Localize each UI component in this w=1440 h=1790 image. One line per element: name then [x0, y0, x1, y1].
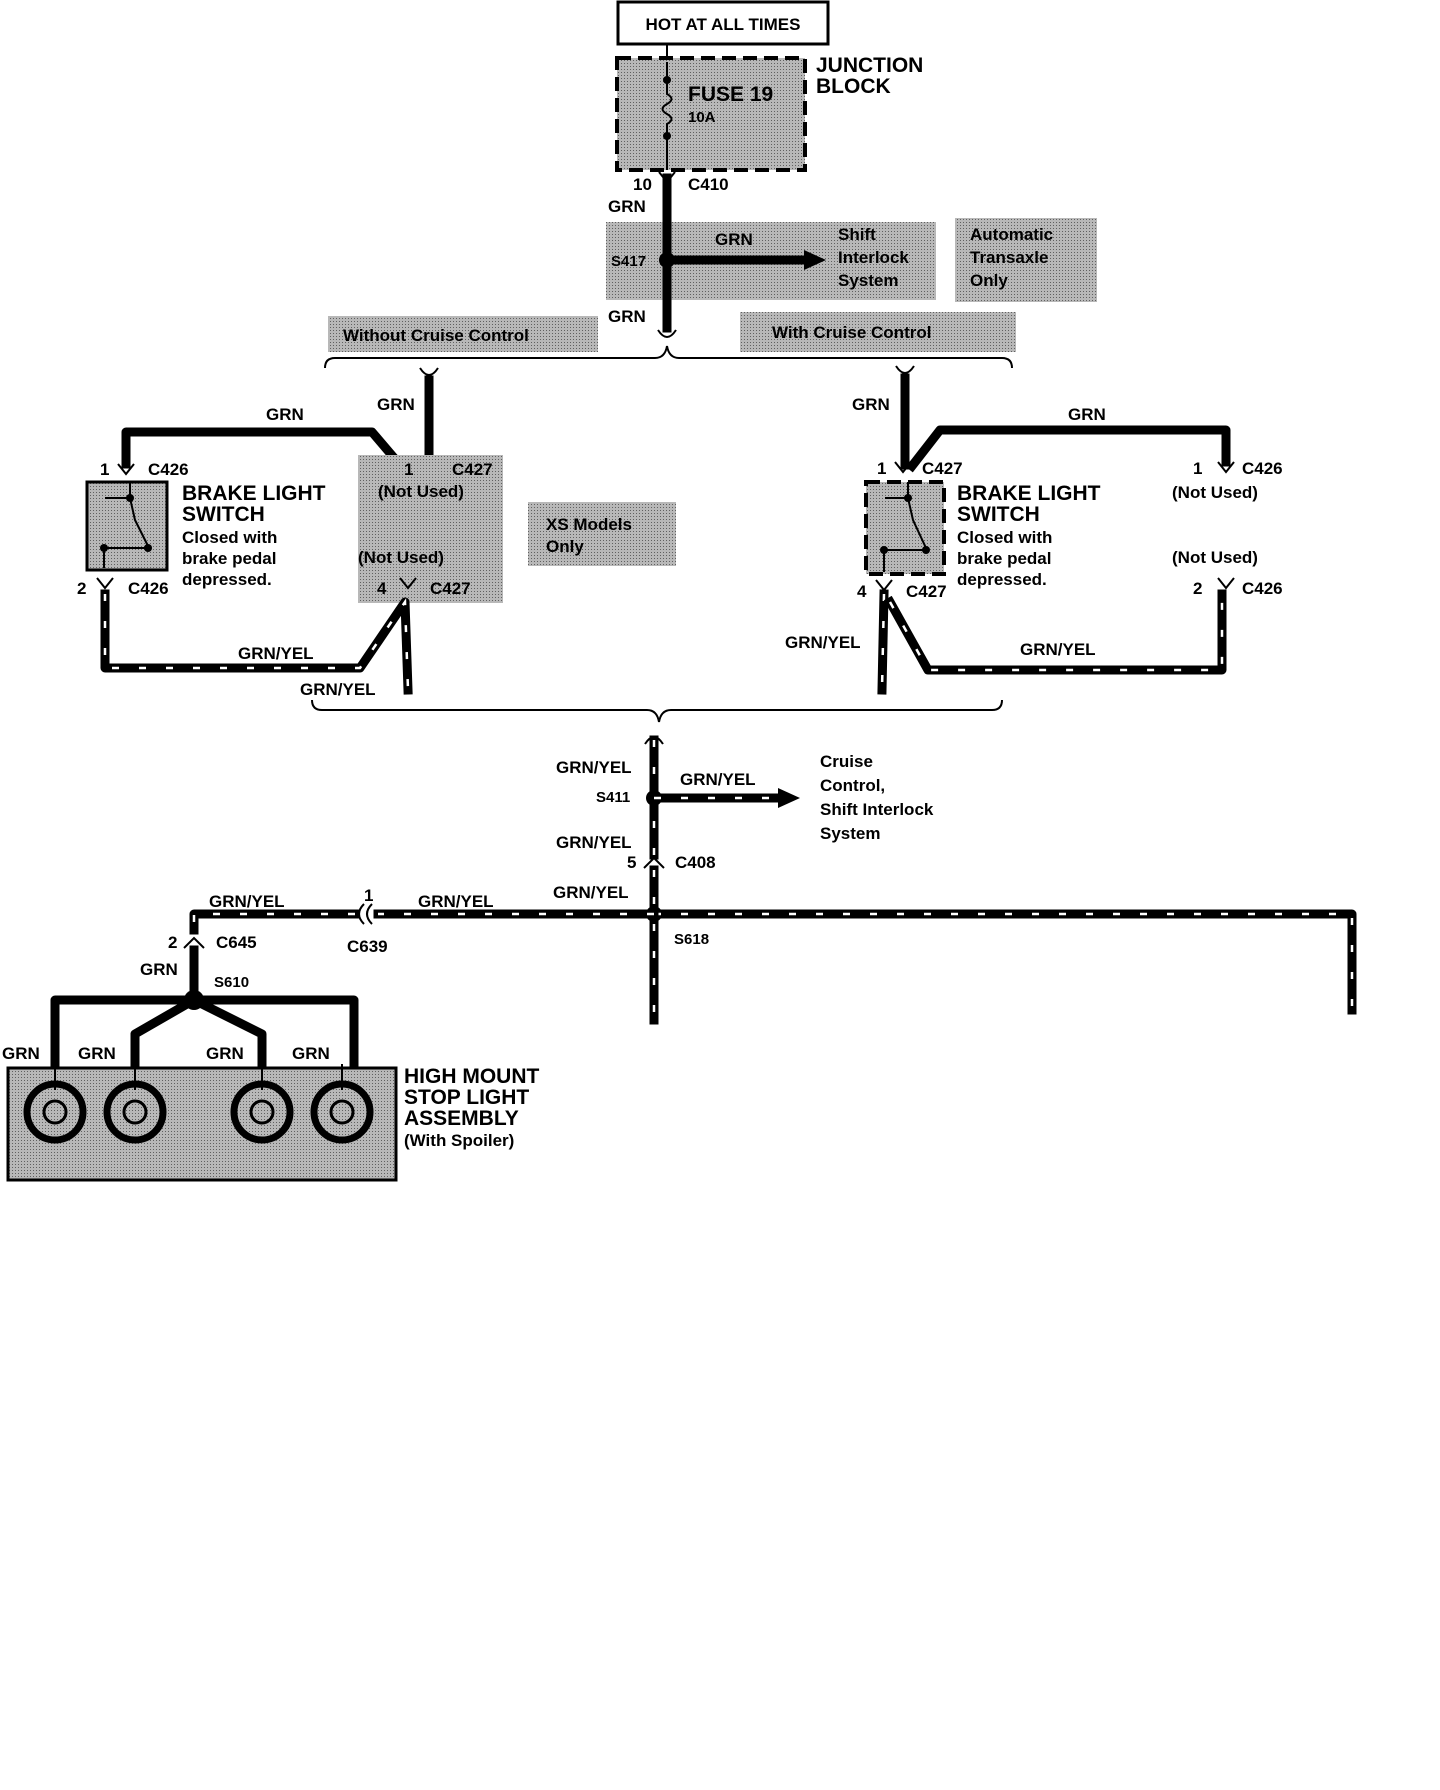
connector-c427-left-bottom: C427	[430, 579, 471, 598]
assembly-bulb-3	[230, 1064, 294, 1144]
without-cruise-control: Without Cruise Control	[343, 326, 529, 345]
variant-brace-bottom	[311, 699, 1003, 723]
automatic-transaxle-note-3: Only	[970, 271, 1008, 290]
not-used-c427-bottom: (Not Used)	[358, 548, 444, 567]
wire-grnyel-c408-top: GRN/YEL	[556, 833, 632, 852]
fuse-rating: 10A	[688, 109, 716, 126]
brake-light-switch-left	[85, 480, 169, 572]
wire-grnyel-s618: GRN/YEL	[553, 883, 629, 902]
wire-grn-lamp-4: GRN	[292, 1044, 330, 1063]
pin-1-c426-left: 1	[100, 460, 109, 479]
splice-s417: S417	[611, 253, 646, 270]
wire-grn-left-drop: GRN	[377, 395, 415, 414]
xs-models-note-2: Only	[546, 537, 584, 556]
not-used-c426-top: (Not Used)	[1172, 483, 1258, 502]
high-mount-assembly-title-3: ASSEMBLY	[404, 1107, 519, 1130]
junction-block	[615, 56, 807, 172]
pin-10: 10	[633, 175, 652, 194]
assembly-bulb-2	[103, 1064, 167, 1144]
shift-interlock-note: Shift	[838, 225, 876, 244]
junction-block-title: JUNCTION	[816, 54, 923, 77]
wire-grnyel-left-bottom: GRN/YEL	[238, 644, 314, 663]
cruise-control-note-4: System	[820, 824, 880, 843]
pin-1-c639: 1	[364, 886, 373, 905]
pin-2-c426-left: 2	[77, 579, 86, 598]
connector-c427-right-top: C427	[922, 459, 963, 478]
fuse-19	[661, 80, 673, 136]
wire-grnyel-upper-left: GRN/YEL	[209, 892, 285, 911]
switch-left-desc-3: depressed.	[182, 570, 272, 589]
wire-grn-right-top: GRN	[1068, 405, 1106, 424]
assembly-bulb-4	[310, 1064, 374, 1144]
pin-1-c427-left: 1	[404, 460, 413, 479]
power-label: HOT AT ALL TIMES	[646, 15, 801, 34]
wire-grn-right-drop: GRN	[852, 395, 890, 414]
wire-grnyel-cruise: GRN/YEL	[680, 770, 756, 789]
cruise-control-note: Cruise	[820, 752, 873, 771]
switch-right-title: BRAKE LIGHT	[957, 482, 1101, 505]
pin-4-c427-left: 4	[377, 579, 387, 598]
switch-right-title-2: SWITCH	[957, 503, 1040, 526]
switch-right-desc: Closed with	[957, 528, 1052, 547]
cruise-control-note-3: Shift Interlock	[820, 800, 934, 819]
connector-c645-top: C645	[216, 933, 257, 952]
pin-2-c645: 2	[168, 933, 177, 952]
high-mount-assembly-note: (With Spoiler)	[404, 1131, 514, 1150]
with-cruise-control: With Cruise Control	[772, 323, 931, 342]
switch-left-title-2: SWITCH	[182, 503, 265, 526]
wire-grn-lamp-1: GRN	[2, 1044, 40, 1063]
wire-grn-lamp-2: GRN	[78, 1044, 116, 1063]
connector-c426-right-bottom: C426	[1242, 579, 1283, 598]
junction-block-title-2: BLOCK	[816, 75, 891, 98]
switch-right-desc-2: brake pedal	[957, 549, 1052, 568]
wire-grnyel-s411-top: GRN/YEL	[556, 758, 632, 777]
splice-s411: S411	[596, 789, 630, 806]
wire-grnyel-right-bottom: GRN/YEL	[1020, 640, 1096, 659]
switch-left-desc: Closed with	[182, 528, 277, 547]
cruise-control-note-2: Control,	[820, 776, 885, 795]
assembly-bulb-1	[23, 1064, 87, 1144]
not-used-c426-bottom: (Not Used)	[1172, 548, 1258, 567]
variant-brace-top	[324, 345, 1013, 369]
connector-c427-right-bottom: C427	[906, 582, 947, 601]
wire-grn-s610: GRN	[140, 960, 178, 979]
wire-grnyel-left-drop: GRN/YEL	[300, 680, 376, 699]
pin-2-c426-right: 2	[1193, 579, 1202, 598]
connector-c410: C410	[688, 175, 729, 194]
wire-grn-2: GRN	[608, 307, 646, 326]
connector-c639: C639	[347, 937, 388, 956]
shift-interlock-note-3: System	[838, 271, 898, 290]
wire-grn-1: GRN	[608, 197, 646, 216]
switch-left-title: BRAKE LIGHT	[182, 482, 326, 505]
wire-grnyel-upper-mid: GRN/YEL	[418, 892, 494, 911]
power-label-box	[616, 0, 830, 46]
connector-c426-right-top: C426	[1242, 459, 1283, 478]
splice-s618: S618	[674, 931, 709, 948]
wire-grn-shift: GRN	[715, 230, 753, 249]
xs-models-note: XS Models	[546, 515, 632, 534]
fuse-name: FUSE 19	[688, 83, 773, 106]
wire-grnyel-right-drop: GRN/YEL	[785, 633, 861, 652]
connector-c427-left-top: C427	[452, 460, 493, 479]
pin-4-c427-right: 4	[857, 582, 867, 601]
shift-interlock-note-2: Interlock	[838, 248, 909, 267]
automatic-transaxle-note-2: Transaxle	[970, 248, 1048, 267]
high-mount-assembly-title: HIGH MOUNT	[404, 1065, 539, 1088]
pin-1-c427-right: 1	[877, 459, 886, 478]
pin-5-c408: 5	[627, 853, 636, 872]
connector-c408: C408	[675, 853, 716, 872]
pin-1-c426-right: 1	[1193, 459, 1202, 478]
not-used-c427-top: (Not Used)	[378, 482, 464, 501]
high-mount-assembly-title-2: STOP LIGHT	[404, 1086, 529, 1109]
connector-c426-left-top: C426	[148, 460, 189, 479]
wire-grn-lamp-3: GRN	[206, 1044, 244, 1063]
automatic-transaxle-note: Automatic	[970, 225, 1053, 244]
wire-grn-left-top: GRN	[266, 405, 304, 424]
splice-s610: S610	[214, 974, 249, 991]
switch-right-desc-3: depressed.	[957, 570, 1047, 589]
connector-c426-left-bottom: C426	[128, 579, 169, 598]
switch-left-desc-2: brake pedal	[182, 549, 277, 568]
